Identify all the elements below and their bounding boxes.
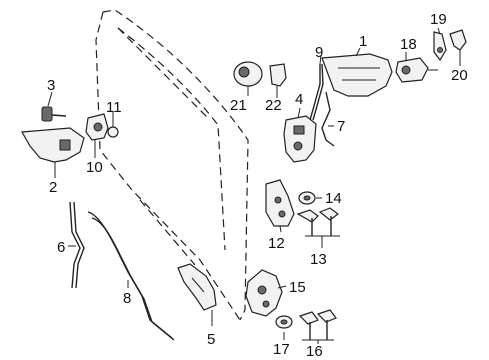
callout-5: 5 bbox=[207, 331, 215, 348]
part-16-bolts bbox=[298, 309, 337, 341]
part-12-bracket bbox=[265, 179, 295, 227]
part-8-long-rod bbox=[87, 211, 175, 341]
part-7-cable bbox=[321, 91, 335, 147]
part-18-lock-cylinder bbox=[395, 57, 438, 83]
callout-13: 13 bbox=[310, 251, 327, 268]
callout-1: 1 bbox=[359, 33, 367, 50]
part-4-door-latch bbox=[283, 115, 317, 163]
part-11-bolt bbox=[107, 120, 119, 138]
callout-11: 11 bbox=[106, 99, 122, 116]
callout-6: 6 bbox=[57, 239, 65, 256]
callout-labels: 3 2 10 11 6 8 5 21 22 9 1 18 19 20 4 7 1… bbox=[47, 11, 468, 360]
part-20-retainer-clip bbox=[449, 29, 467, 62]
part-2-hinge-bracket bbox=[21, 127, 85, 178]
callout-15: 15 bbox=[289, 279, 306, 296]
callout-8: 8 bbox=[123, 290, 131, 307]
callout-2: 2 bbox=[49, 179, 57, 196]
part-13-bolts bbox=[296, 207, 340, 237]
callout-20: 20 bbox=[451, 67, 468, 84]
callout-3: 3 bbox=[47, 77, 55, 94]
part-22-clip bbox=[269, 63, 287, 94]
part-21-motor bbox=[233, 61, 263, 92]
callout-10: 10 bbox=[86, 159, 103, 176]
part-6-rod bbox=[69, 201, 85, 289]
part-19-lever bbox=[433, 31, 447, 62]
door-outline bbox=[95, 9, 249, 321]
part-10-latch-striker bbox=[85, 113, 109, 158]
callout-19: 19 bbox=[430, 11, 447, 28]
callout-4: 4 bbox=[295, 91, 303, 108]
callout-17: 17 bbox=[273, 341, 290, 358]
callout-7: 7 bbox=[337, 118, 345, 135]
part-1-outside-handle bbox=[321, 53, 393, 97]
callout-22: 22 bbox=[265, 97, 282, 114]
callout-14: 14 bbox=[325, 190, 342, 207]
callout-9: 9 bbox=[315, 44, 323, 61]
part-5-lower-bracket bbox=[177, 263, 217, 326]
part-14-nut bbox=[298, 191, 316, 205]
leader-lines bbox=[47, 27, 461, 344]
part-15-lower-hinge bbox=[245, 269, 283, 317]
callout-21: 21 bbox=[230, 97, 247, 114]
callout-16: 16 bbox=[306, 343, 323, 360]
part-17-nut bbox=[275, 315, 293, 329]
callout-12: 12 bbox=[268, 235, 285, 252]
part-3-striker-pin bbox=[41, 106, 67, 122]
part-9-link-rod bbox=[309, 63, 324, 121]
callout-18: 18 bbox=[400, 36, 417, 53]
